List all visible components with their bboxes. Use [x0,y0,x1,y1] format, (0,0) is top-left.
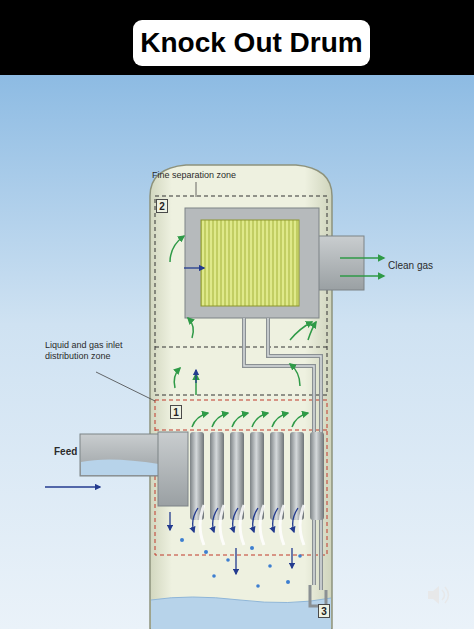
liquid-spray [200,505,304,545]
callout-text: 1 [173,407,179,418]
gas-flow-arrow [340,275,384,277]
liquid-pool [151,597,331,603]
liquid-flow-arrow [273,508,278,532]
liquid-flow-arrow [233,508,238,532]
inlet-vane-device [310,432,324,520]
feed-nozzle [80,434,160,476]
liquid-spray [300,505,304,545]
gas-flow-arrow [290,364,300,386]
gas-flow-arrow [184,267,204,268]
liquid-flow-arrow [291,548,292,568]
fine-zone-boundary [155,347,327,348]
gas-flow-arrow [292,413,308,427]
liquid-spray [260,505,264,545]
liquid-spray [280,505,284,545]
zone-label: Liquid and gas inlet distribution zone [45,340,137,362]
droplet [298,554,302,558]
gas-flow-arrow [232,413,248,427]
outlet-nozzle [318,236,364,290]
mist-eliminator [185,208,319,318]
liquid-pool [151,597,331,629]
inlet-zone-boundary [155,400,327,555]
liquid-flow-arrow [45,486,100,487]
title-text: Knock Out Drum [140,27,362,59]
callout-text: 2 [159,201,165,212]
inlet-zone-boundary [155,400,327,555]
gas-flow-arrow [192,413,208,427]
background [0,75,474,629]
gas-flow-arrow [272,413,288,427]
liquid-seal [310,585,326,606]
liquid-flow-arrow [235,548,236,574]
gas-flow-arrow [195,370,196,383]
gas-flow-arrow [308,322,316,340]
gas-flow-arrow [340,257,384,259]
mist-eliminator [201,220,299,306]
callout-number: 1 [170,405,182,419]
droplet [286,580,290,584]
zone-label: Fine separation zone [152,170,292,181]
title-box: Knock Out Drum [133,20,370,66]
liquid-flow-arrow [293,508,298,532]
sound-icon [428,586,449,604]
sound-icon [442,590,445,600]
outlet-nozzle [318,236,364,290]
droplet [180,538,302,588]
liquid-spray [200,505,204,545]
mist-eliminator [185,208,319,318]
liquid-flow-arrow [193,508,198,532]
liquid-spray [240,505,244,545]
sound-icon [445,587,449,603]
droplet [226,558,230,562]
liquid-seal [310,585,326,606]
droplet [268,564,272,568]
drain-pipe [244,318,314,585]
liquid-pool [151,597,331,629]
liquid-flow-arrow [253,508,258,532]
sound-icon [428,586,439,604]
inlet-zone-boundary [155,430,327,431]
droplet [256,584,260,588]
droplet [204,550,208,554]
feed-nozzle [81,459,159,475]
gas-flow-arrow [212,413,228,427]
gas-flow-arrow [188,318,193,338]
callout-text: 3 [321,606,327,617]
liquid-flow-arrow [213,508,218,532]
gas-flow-arrow [252,413,268,427]
gas-flow-arrow [174,368,180,388]
leader-line [196,182,197,197]
inlet-label: Feed [54,446,94,458]
callout-number: 3 [318,604,330,618]
droplet [212,574,216,578]
droplet [180,538,184,542]
droplet [250,546,254,550]
liquid-flow-arrow [169,512,170,530]
inlet-vane-device [158,432,188,506]
gas-flow-arrow [170,236,384,427]
callout-number: 2 [156,199,168,213]
drain-pipe-highlight [244,318,321,590]
outlet-label: Clean gas [388,260,458,272]
drain-pipe [244,318,321,590]
leader-line [96,372,155,401]
drain-pipe-highlight [244,318,314,585]
feed-nozzle [80,434,160,476]
gas-flow-arrow [184,268,204,383]
vessel-shell [150,165,332,629]
vessel-shell [150,165,332,629]
inlet-vane-device [158,432,324,520]
leader-line [96,182,196,401]
gas-flow-arrow [170,236,184,262]
liquid-spray [220,505,224,545]
liquid-flow-arrow [45,487,298,574]
